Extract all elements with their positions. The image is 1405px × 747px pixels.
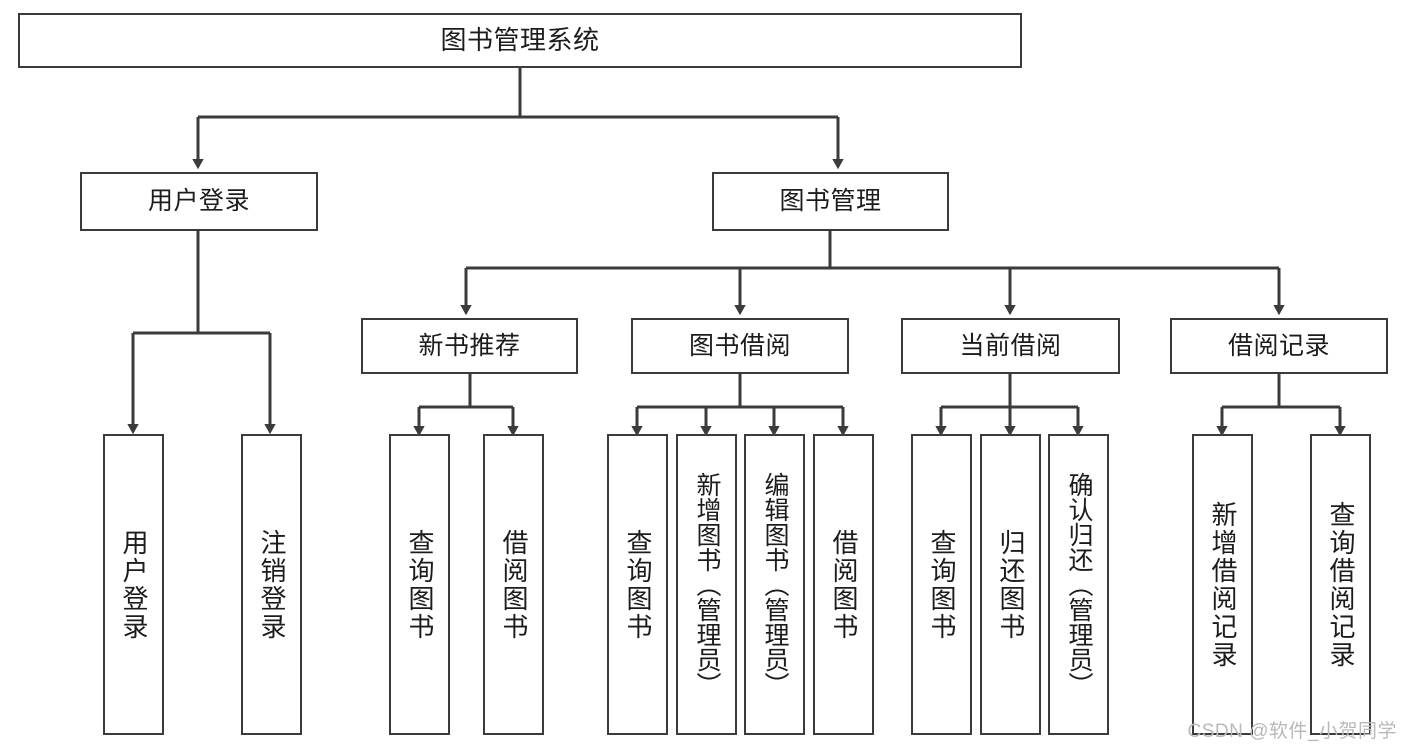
node-leaf-borrow-book-1-label: 借阅图书 bbox=[499, 528, 530, 641]
node-leaf-query-book-3[interactable]: 查询图书 bbox=[911, 434, 972, 735]
node-leaf-return-book[interactable]: 归还图书 bbox=[980, 434, 1041, 735]
node-user-login-label: 用户登录 bbox=[147, 187, 250, 216]
node-book-manage[interactable]: 图书管理 bbox=[712, 172, 949, 231]
node-leaf-edit-book-label: 编辑图书（管理员） bbox=[761, 472, 789, 697]
node-borrow-record-label: 借阅记录 bbox=[1227, 331, 1330, 360]
node-leaf-query-book-1[interactable]: 查询图书 bbox=[389, 434, 450, 735]
node-leaf-query-book-2-label: 查询图书 bbox=[623, 528, 654, 641]
node-leaf-query-book-1-label: 查询图书 bbox=[405, 528, 436, 641]
node-leaf-user-login[interactable]: 用户登录 bbox=[103, 434, 164, 735]
node-new-book-recommend[interactable]: 新书推荐 bbox=[361, 318, 578, 374]
node-leaf-confirm-return[interactable]: 确认归还（管理员） bbox=[1048, 434, 1109, 735]
node-leaf-query-book-3-label: 查询图书 bbox=[927, 528, 958, 641]
node-leaf-add-record-label: 新增借阅记录 bbox=[1208, 500, 1239, 669]
node-current-borrow[interactable]: 当前借阅 bbox=[901, 318, 1120, 374]
node-new-book-recommend-label: 新书推荐 bbox=[418, 331, 521, 360]
node-leaf-add-record[interactable]: 新增借阅记录 bbox=[1192, 434, 1253, 735]
node-user-login[interactable]: 用户登录 bbox=[80, 172, 318, 231]
node-leaf-add-book[interactable]: 新增图书（管理员） bbox=[676, 434, 737, 735]
node-book-borrow-label: 图书借阅 bbox=[688, 331, 791, 360]
node-leaf-user-logout[interactable]: 注销登录 bbox=[241, 434, 302, 735]
node-leaf-borrow-book-2[interactable]: 借阅图书 bbox=[813, 434, 874, 735]
node-leaf-confirm-return-label: 确认归还（管理员） bbox=[1065, 472, 1093, 697]
node-leaf-edit-book[interactable]: 编辑图书（管理员） bbox=[744, 434, 805, 735]
node-leaf-query-record[interactable]: 查询借阅记录 bbox=[1310, 434, 1371, 735]
node-leaf-add-book-label: 新增图书（管理员） bbox=[693, 472, 721, 697]
node-leaf-borrow-book-1[interactable]: 借阅图书 bbox=[483, 434, 544, 735]
node-borrow-record[interactable]: 借阅记录 bbox=[1170, 318, 1388, 374]
node-current-borrow-label: 当前借阅 bbox=[959, 331, 1062, 360]
node-leaf-borrow-book-2-label: 借阅图书 bbox=[829, 528, 860, 641]
node-leaf-query-book-2[interactable]: 查询图书 bbox=[607, 434, 668, 735]
watermark: CSDN @软件_小贺同学 bbox=[1187, 721, 1397, 742]
node-leaf-query-record-label: 查询借阅记录 bbox=[1326, 500, 1357, 669]
node-leaf-return-book-label: 归还图书 bbox=[996, 528, 1027, 641]
node-root-label: 图书管理系统 bbox=[440, 24, 600, 55]
node-book-manage-label: 图书管理 bbox=[779, 187, 882, 216]
node-leaf-user-login-label: 用户登录 bbox=[119, 528, 150, 641]
node-leaf-user-logout-label: 注销登录 bbox=[257, 528, 288, 641]
node-book-borrow[interactable]: 图书借阅 bbox=[631, 318, 849, 374]
node-root[interactable]: 图书管理系统 bbox=[18, 13, 1022, 68]
